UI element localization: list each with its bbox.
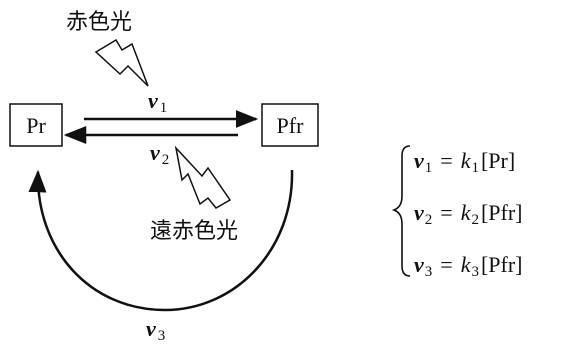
red-light-label: 赤色光	[66, 10, 132, 35]
far-red-light-label: 遠赤色光	[150, 219, 238, 244]
pr-label: Pr	[26, 113, 46, 138]
equation-v1: v1=k1[Pr]	[414, 148, 515, 176]
far-red-light-bolt-icon	[174, 145, 232, 209]
equation-v3: v3=k3[Pfr]	[414, 252, 523, 280]
v3-return-arrow	[28, 169, 294, 312]
pfr-label: Pfr	[277, 113, 305, 138]
equation-brace	[391, 145, 411, 277]
red-light-bolt-icon	[94, 38, 149, 87]
pr-box	[9, 103, 63, 147]
equation-v2: v2=k2[Pfr]	[414, 200, 523, 228]
pfr-box	[261, 103, 319, 147]
